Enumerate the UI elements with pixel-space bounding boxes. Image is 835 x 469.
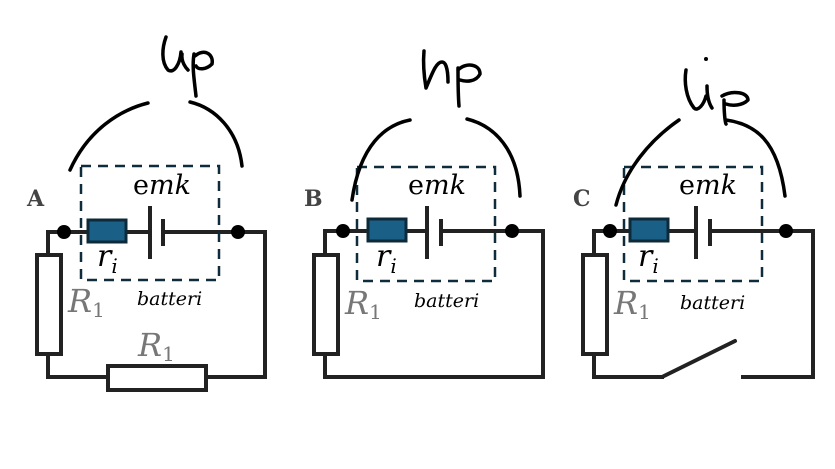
r1-label-b-left: R1	[344, 284, 382, 324]
battery-box-b	[355, 165, 497, 283]
battery-label-b: batteri	[414, 290, 479, 312]
r1-label-a-bottom: R1	[137, 326, 175, 366]
circuit-c: C emk ri batteri R1	[573, 57, 815, 379]
internal-resistor-a	[86, 218, 128, 244]
terminal-node-c-right	[779, 224, 793, 238]
brace-right-c	[724, 118, 787, 198]
brace-left-c	[614, 118, 681, 207]
handwritten-dot-c	[704, 57, 708, 61]
brace-right-a	[188, 100, 244, 168]
handwritten-up-b	[421, 49, 482, 108]
circuit-b: B emk ri batteri R1	[304, 49, 545, 379]
brace-right-b	[465, 117, 522, 198]
resistor-a-left	[35, 253, 63, 356]
circuit-label-c: C	[573, 186, 591, 212]
open-switch-c	[660, 339, 737, 379]
resistor-c-left	[581, 253, 609, 356]
battery-label-c: batteri	[680, 292, 745, 314]
battery-box-a	[79, 164, 221, 282]
battery-label-a: batteri	[137, 288, 202, 310]
emk-label-c: emk	[679, 170, 737, 201]
brace-left-a	[68, 101, 150, 172]
circuit-a: A emk ri batteri R1 R1	[26, 35, 267, 392]
handwritten-up-c	[683, 68, 750, 126]
resistor-b-left	[312, 253, 340, 356]
handwritten-annotation-c	[614, 57, 787, 207]
internal-resistor-b	[366, 217, 408, 243]
ri-label-a: ri	[97, 239, 118, 278]
battery-box-c	[622, 165, 764, 283]
emk-label-b: emk	[408, 170, 466, 201]
ri-label-b: ri	[376, 239, 397, 278]
brace-left-b	[350, 118, 412, 202]
terminal-node-b-right	[505, 224, 519, 238]
circuit-label-b: B	[304, 186, 323, 212]
handwritten-annotation-a	[68, 35, 244, 172]
r1-label-a-left: R1	[67, 282, 105, 322]
emk-label-a: emk	[133, 170, 191, 201]
resistor-a-bottom	[106, 364, 208, 392]
handwritten-up-a	[161, 35, 214, 98]
handwritten-annotation-b	[350, 49, 522, 202]
ri-label-c: ri	[638, 239, 659, 278]
r1-label-c-left: R1	[613, 284, 651, 324]
terminal-node-a-right	[231, 225, 245, 239]
terminal-node-c-left	[603, 224, 617, 238]
terminal-node-b-left	[336, 224, 350, 238]
internal-resistor-c	[628, 217, 670, 243]
circuit-label-a: A	[26, 186, 45, 212]
terminal-node-a-left	[57, 225, 71, 239]
